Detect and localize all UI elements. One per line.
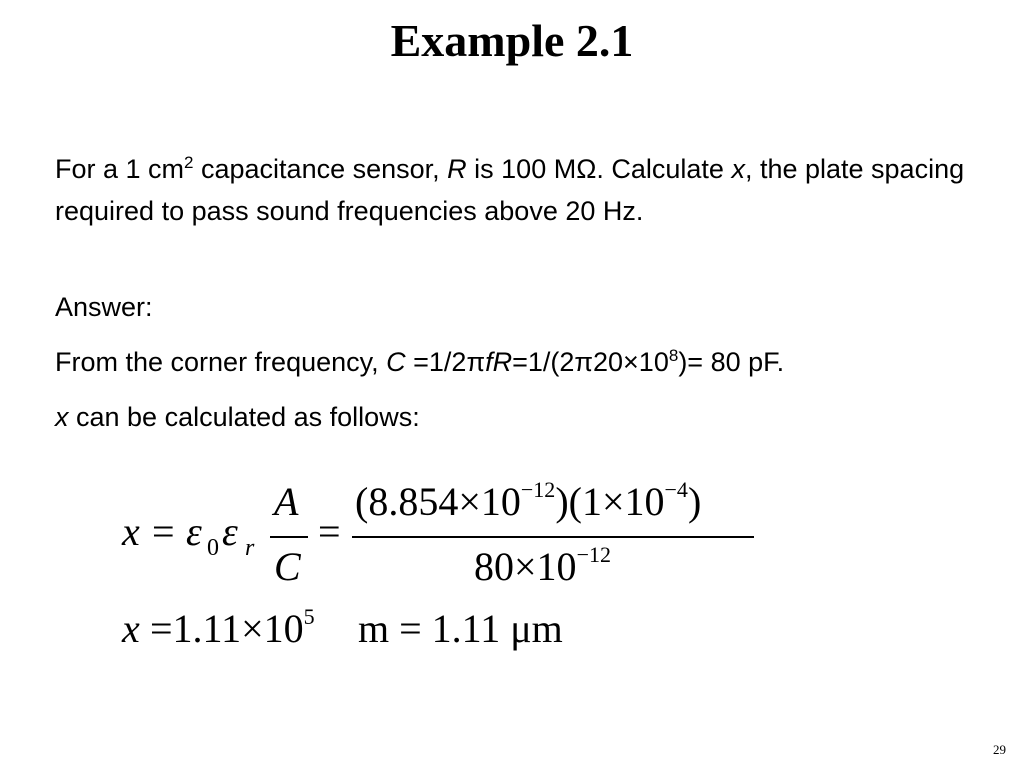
eq2-value: =1.11×105 <box>150 604 315 652</box>
superscript-8: 8 <box>668 346 679 365</box>
eq1-den-a: 80×10 <box>474 544 577 589</box>
calculate-x-line: x can be calculated as follows: <box>55 396 985 438</box>
eq2-x: x <box>122 606 140 651</box>
eq1-num-exp-2: −4 <box>664 477 688 502</box>
eq1-x: x <box>122 509 140 554</box>
eq1-subscript-r: r <box>245 535 255 561</box>
var-R: R <box>447 154 467 184</box>
page-number: 29 <box>993 742 1006 757</box>
problem-statement: For a 1 cm2 capacitance sensor, R is 100… <box>55 148 985 232</box>
line1-text-a: From the corner frequency, <box>55 347 387 377</box>
eq1-fraction-bar-2 <box>352 536 754 538</box>
corner-frequency-line: From the corner frequency, C =1/2πfR=1/(… <box>55 341 985 383</box>
problem-text-a: For a 1 cm <box>55 154 185 184</box>
eq1-num-b: )(1×10 <box>555 479 665 524</box>
eq1-num-exp-1: −12 <box>520 477 556 502</box>
eq1-num-a: (8.854×10 <box>355 479 521 524</box>
eq1-den-exp: −12 <box>576 542 611 567</box>
answer-label: Answer: <box>55 292 153 322</box>
eq1-subscript-0: 0 <box>207 535 219 561</box>
equation-1: x = ε 0 ε r A C = (8.854×10−12)(1×10−4) … <box>122 477 822 593</box>
eq1-equals-1: = <box>152 509 175 554</box>
eq2-result: m = 1.11 μm <box>358 606 563 651</box>
problem-text-b: capacitance sensor, <box>193 154 448 184</box>
eq1-epsilon-0: ε <box>186 509 202 554</box>
problem-text-d: , the plate spacing required to pass sou… <box>55 154 965 226</box>
eq1-numerator: (8.854×10−12)(1×10−4) <box>355 477 702 525</box>
eq2-text-a: =1.11×10 <box>150 606 304 651</box>
eq1-equals-2: = <box>318 509 341 554</box>
eq1-denominator: 80×10−12 <box>474 542 611 590</box>
equation-2: x =1.11×105 m = 1.11 μm <box>122 604 822 657</box>
var-x-2: x <box>55 402 69 432</box>
line1-text-c: =1/(2π20×10 <box>512 347 669 377</box>
superscript-2: 2 <box>184 153 194 172</box>
eq1-frac-numerator: A <box>274 479 299 524</box>
eq1-fraction-bar-1 <box>270 536 308 538</box>
var-x: x <box>731 154 745 184</box>
eq1-num-c: ) <box>687 479 702 524</box>
slide-title: Example 2.1 <box>390 15 634 66</box>
line1-text-b: =1/2π <box>405 347 486 377</box>
problem-text-c: is 100 MΩ. Calculate <box>466 154 732 184</box>
eq1-epsilon-r: ε <box>222 509 238 554</box>
line2-text: can be calculated as follows: <box>68 402 420 432</box>
var-C: C <box>386 347 406 377</box>
eq2-exp: 5 <box>303 604 315 629</box>
var-fR: fR <box>485 347 513 377</box>
line1-text-d: )= 80 pF. <box>678 347 785 377</box>
eq1-frac-denominator: C <box>274 544 301 589</box>
